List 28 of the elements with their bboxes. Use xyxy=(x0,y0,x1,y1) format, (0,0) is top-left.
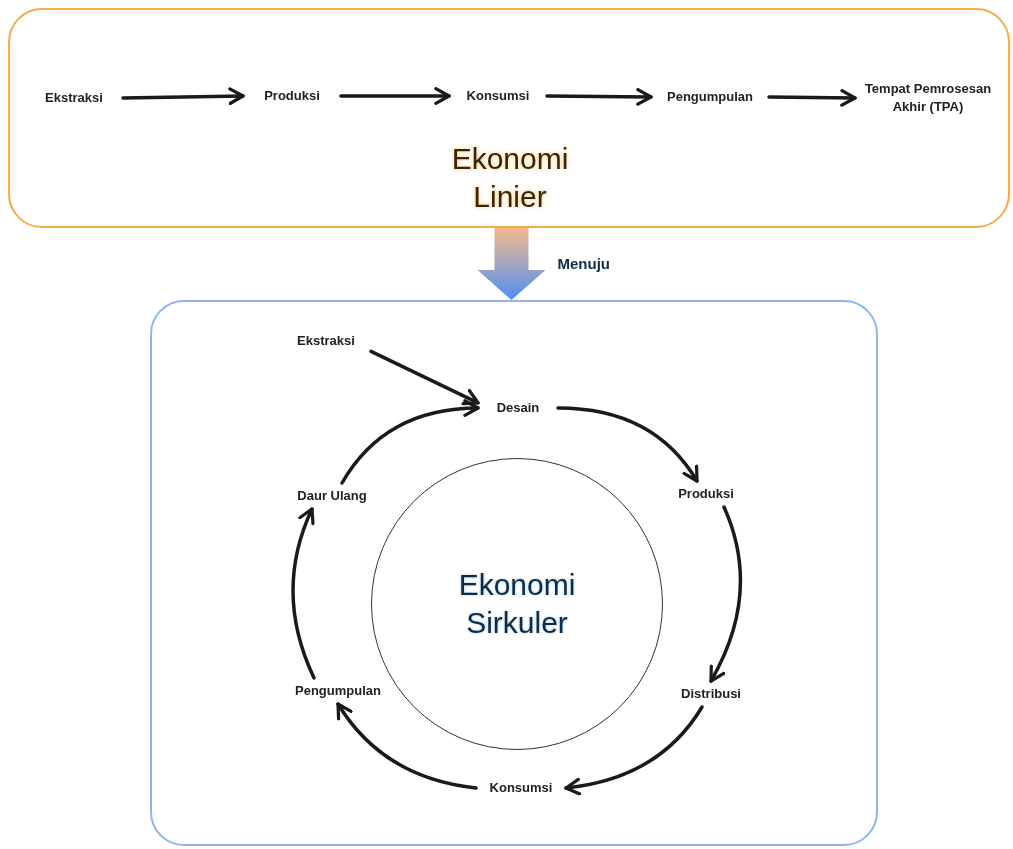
curved-arrow xyxy=(709,505,743,683)
step-label: Konsumsi xyxy=(453,83,543,109)
step-label: Ekstraksi xyxy=(29,85,119,111)
step-label: Pengumpulan xyxy=(655,84,765,110)
step-label: Pengumpulan xyxy=(278,678,398,704)
curved-arrow xyxy=(767,88,857,107)
circular-economy-panel xyxy=(150,300,878,846)
curved-arrow xyxy=(564,705,704,796)
step-label: Daur Ulang xyxy=(282,483,382,509)
curved-arrow xyxy=(336,702,478,790)
curved-arrow xyxy=(556,406,699,483)
curved-arrow xyxy=(121,87,245,106)
step-label: Distribusi xyxy=(666,681,756,707)
step-label: Produksi xyxy=(247,83,337,109)
linear-economy-panel xyxy=(8,8,1010,228)
step-label: Ekstraksi xyxy=(281,328,371,354)
step-label: Produksi xyxy=(661,481,751,507)
curved-arrow xyxy=(339,87,451,105)
curved-arrow xyxy=(545,88,653,106)
step-label: Tempat Pemrosesan Akhir (TPA) xyxy=(859,76,997,120)
panel-title: Ekonomi Linier xyxy=(450,141,570,215)
curved-arrow xyxy=(369,349,480,406)
step-label: Konsumsi xyxy=(476,775,566,801)
block-arrow xyxy=(477,228,546,300)
curved-arrow xyxy=(291,507,316,680)
curved-arrow xyxy=(340,399,480,485)
circle-title: Ekonomi Sirkuler xyxy=(457,567,577,641)
step-label: Desain xyxy=(478,395,558,421)
